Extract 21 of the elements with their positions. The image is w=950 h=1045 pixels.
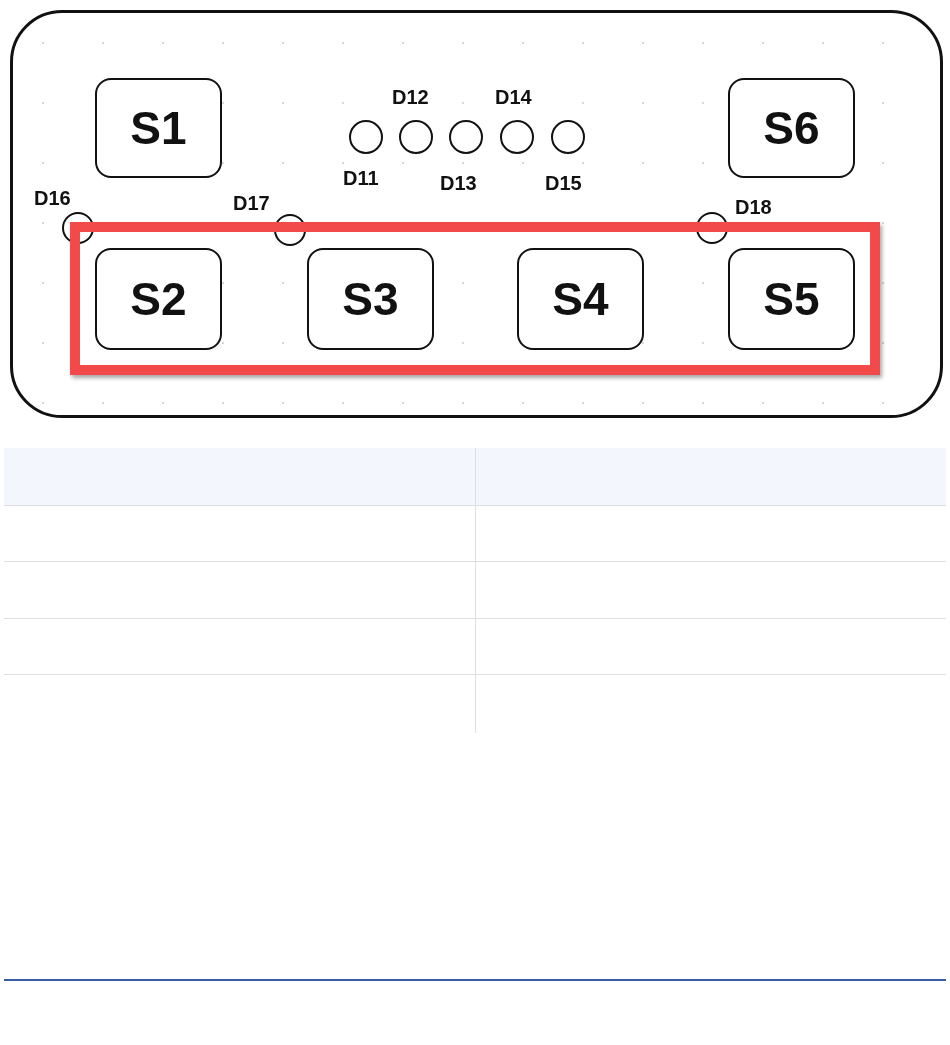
led-indicator [449, 120, 483, 154]
led-label: D13 [440, 173, 477, 193]
led-indicator [399, 120, 433, 154]
led-indicator [500, 120, 534, 154]
led-label: D16 [34, 188, 71, 208]
switch-button: S2 [95, 248, 222, 350]
led-label: D12 [392, 87, 429, 107]
led-label: D17 [233, 193, 270, 213]
highlight-frame [70, 222, 880, 375]
led-label: D18 [735, 197, 772, 217]
device-panel [10, 10, 943, 418]
led-indicator [349, 120, 383, 154]
switch-button: S1 [95, 78, 222, 178]
switch-button: S5 [728, 248, 855, 350]
switch-button: S6 [728, 78, 855, 178]
led-label: D15 [545, 173, 582, 193]
led-label: D11 [343, 168, 379, 188]
led-label: D14 [495, 87, 532, 107]
switch-button: S3 [307, 248, 434, 350]
switch-button: S4 [517, 248, 644, 350]
led-indicator [551, 120, 585, 154]
